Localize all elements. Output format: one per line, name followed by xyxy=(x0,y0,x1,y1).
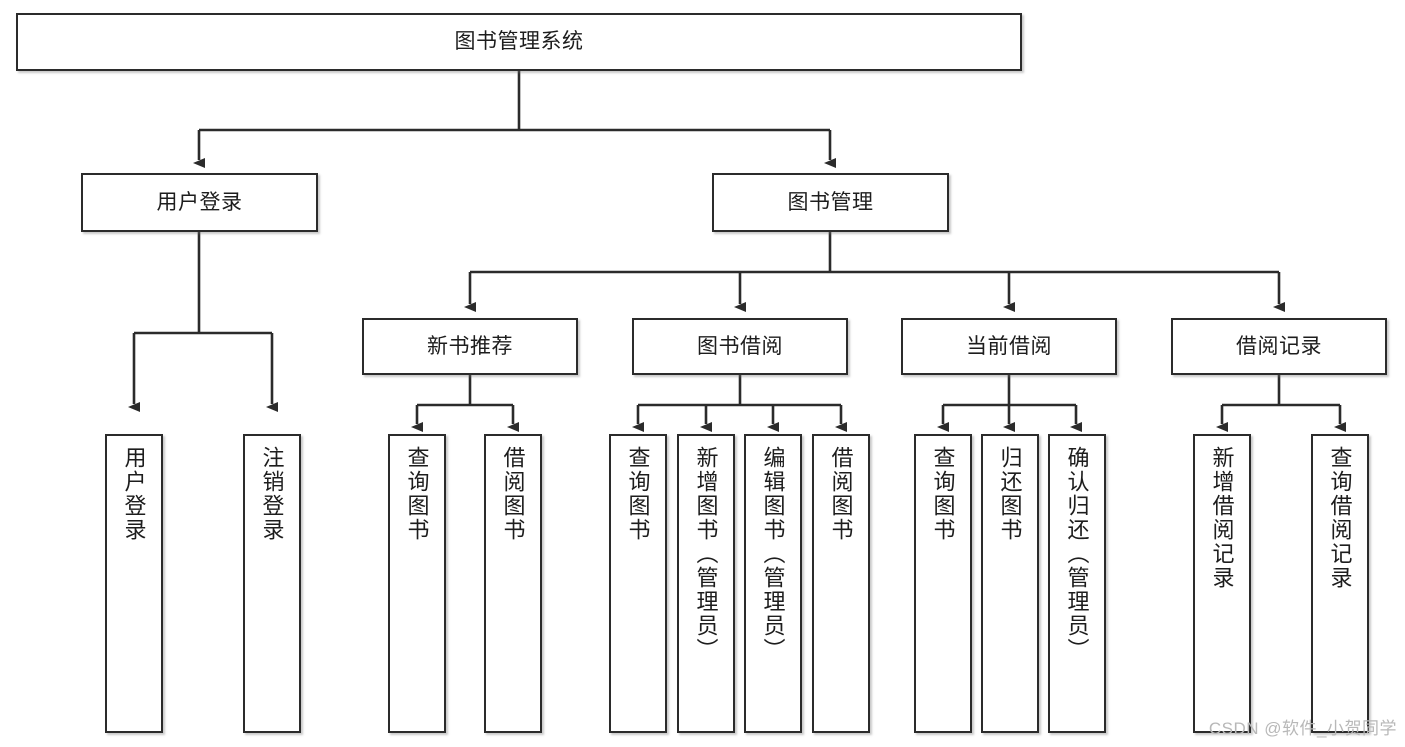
leaf-current-query[interactable]: 查询图书 xyxy=(914,434,972,733)
node-book-management[interactable]: 图书管理 xyxy=(712,173,949,232)
leaf-records-add-label: 新增借阅记录 xyxy=(1209,446,1235,590)
leaf-borrow-query[interactable]: 查询图书 xyxy=(609,434,667,733)
leaf-borrow-add-book-label: 新增图书（管理员） xyxy=(693,446,719,662)
leaf-records-query-label: 查询借阅记录 xyxy=(1327,446,1353,590)
node-current-borrow-label: 当前借阅 xyxy=(966,334,1052,358)
leaf-current-return-label: 归还图书 xyxy=(997,446,1023,542)
node-book-borrow[interactable]: 图书借阅 xyxy=(632,318,848,375)
leaf-borrow-borrow-book[interactable]: 借阅图书 xyxy=(812,434,870,733)
leaf-user-login-login[interactable]: 用户登录 xyxy=(105,434,163,733)
leaf-new-book-query-label: 查询图书 xyxy=(404,446,430,542)
leaf-current-confirm-return[interactable]: 确认归还（管理员） xyxy=(1048,434,1106,733)
node-book-management-label: 图书管理 xyxy=(787,190,874,214)
leaf-new-book-query[interactable]: 查询图书 xyxy=(388,434,446,733)
node-book-borrow-label: 图书借阅 xyxy=(697,334,783,358)
leaf-borrow-add-book[interactable]: 新增图书（管理员） xyxy=(677,434,735,733)
node-root[interactable]: 图书管理系统 xyxy=(16,13,1022,71)
leaf-new-book-borrow[interactable]: 借阅图书 xyxy=(484,434,542,733)
node-new-book-recommend[interactable]: 新书推荐 xyxy=(362,318,578,375)
leaf-current-query-label: 查询图书 xyxy=(930,446,956,542)
watermark: CSDN @软件_小贺同学 xyxy=(1208,719,1397,738)
leaf-borrow-query-label: 查询图书 xyxy=(625,446,651,542)
leaf-user-login-login-label: 用户登录 xyxy=(121,446,147,542)
node-borrow-records[interactable]: 借阅记录 xyxy=(1171,318,1387,375)
leaf-user-login-logout-label: 注销登录 xyxy=(259,446,285,542)
node-borrow-records-label: 借阅记录 xyxy=(1236,334,1322,358)
leaf-borrow-borrow-book-label: 借阅图书 xyxy=(828,446,854,542)
leaf-user-login-logout[interactable]: 注销登录 xyxy=(243,434,301,733)
leaf-records-query[interactable]: 查询借阅记录 xyxy=(1311,434,1369,733)
node-current-borrow[interactable]: 当前借阅 xyxy=(901,318,1117,375)
leaf-new-book-borrow-label: 借阅图书 xyxy=(500,446,526,542)
node-user-login[interactable]: 用户登录 xyxy=(81,173,318,232)
leaf-borrow-edit-book[interactable]: 编辑图书（管理员） xyxy=(744,434,802,733)
leaf-current-confirm-return-label: 确认归还（管理员） xyxy=(1064,446,1090,662)
leaf-borrow-edit-book-label: 编辑图书（管理员） xyxy=(760,446,786,662)
leaf-records-add[interactable]: 新增借阅记录 xyxy=(1193,434,1251,733)
node-user-login-label: 用户登录 xyxy=(156,190,243,214)
node-root-label: 图书管理系统 xyxy=(454,30,584,54)
leaf-current-return[interactable]: 归还图书 xyxy=(981,434,1039,733)
node-new-book-recommend-label: 新书推荐 xyxy=(427,334,513,358)
